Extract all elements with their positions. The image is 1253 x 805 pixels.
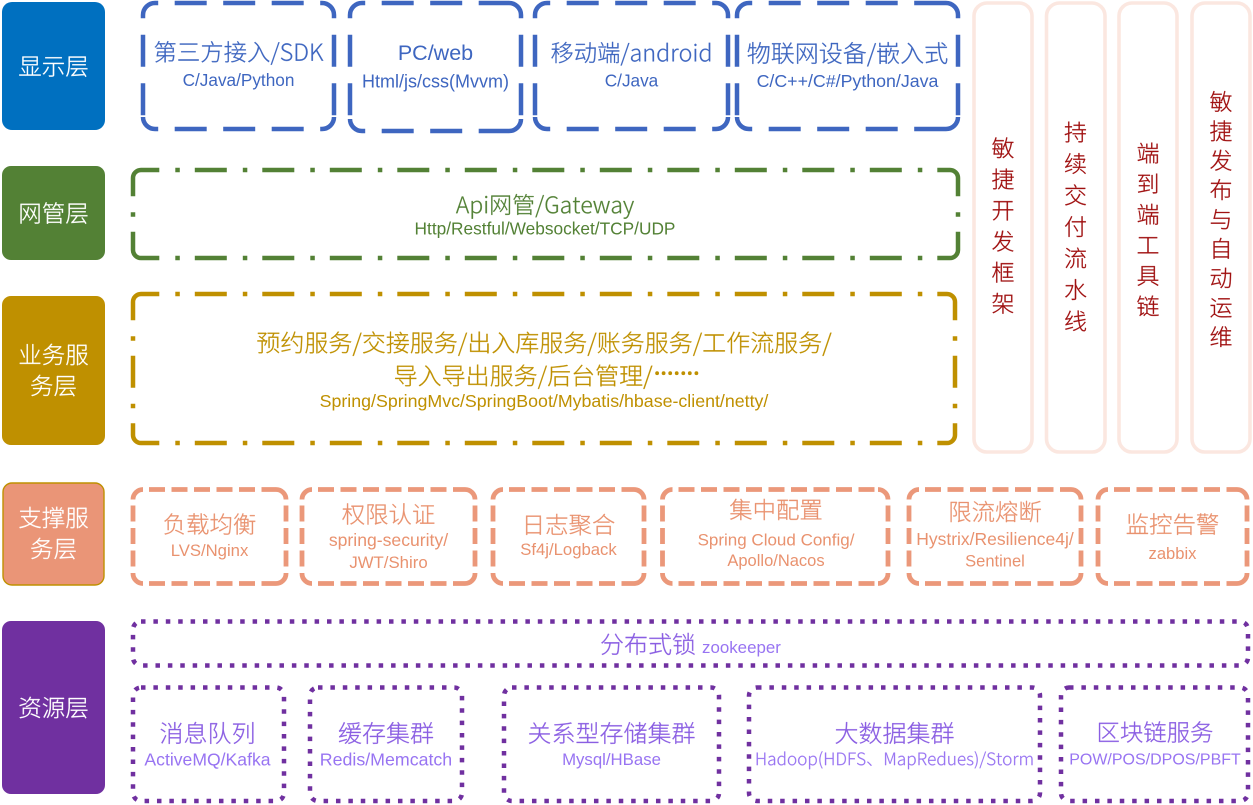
svg-text:C/Java/Python: C/Java/Python (183, 70, 295, 90)
svg-text:C/Java: C/Java (605, 71, 659, 91)
svg-text:Html/js/css(Mvvm): Html/js/css(Mvvm) (362, 71, 509, 91)
svg-text:zabbix: zabbix (1149, 544, 1198, 563)
svg-text:Sf4j/Logback: Sf4j/Logback (520, 540, 617, 559)
svg-text:Hystrix/Resilience4j/: Hystrix/Resilience4j/ (916, 529, 1074, 549)
svg-text:Mysql/HBase: Mysql/HBase (562, 750, 661, 769)
svg-text:Spring Cloud Config/: Spring Cloud Config/ (698, 531, 855, 550)
svg-text:spring-security/: spring-security/ (329, 530, 448, 550)
svg-text:zookeeper: zookeeper (702, 638, 781, 657)
svg-text:ActiveMQ/Kafka: ActiveMQ/Kafka (144, 749, 270, 769)
svg-text:PC/web: PC/web (398, 41, 473, 65)
svg-text:JWT/Shiro: JWT/Shiro (349, 553, 427, 572)
svg-text:Spring/SpringMvc/SpringBoot/My: Spring/SpringMvc/SpringBoot/Mybatis/hbas… (320, 391, 769, 411)
svg-text:Sentinel: Sentinel (965, 553, 1025, 571)
svg-text:LVS/Nginx: LVS/Nginx (171, 541, 249, 560)
svg-text:C/C++/C#/Python/Java: C/C++/C#/Python/Java (757, 71, 939, 91)
svg-text:Apollo/Nacos: Apollo/Nacos (727, 552, 824, 570)
svg-text:Redis/Memcatch: Redis/Memcatch (320, 749, 452, 769)
svg-text:Http/Restful/Websocket/TCP/UDP: Http/Restful/Websocket/TCP/UDP (415, 219, 676, 239)
svg-text:POW/POS/DPOS/PBFT: POW/POS/DPOS/PBFT (1069, 751, 1241, 768)
